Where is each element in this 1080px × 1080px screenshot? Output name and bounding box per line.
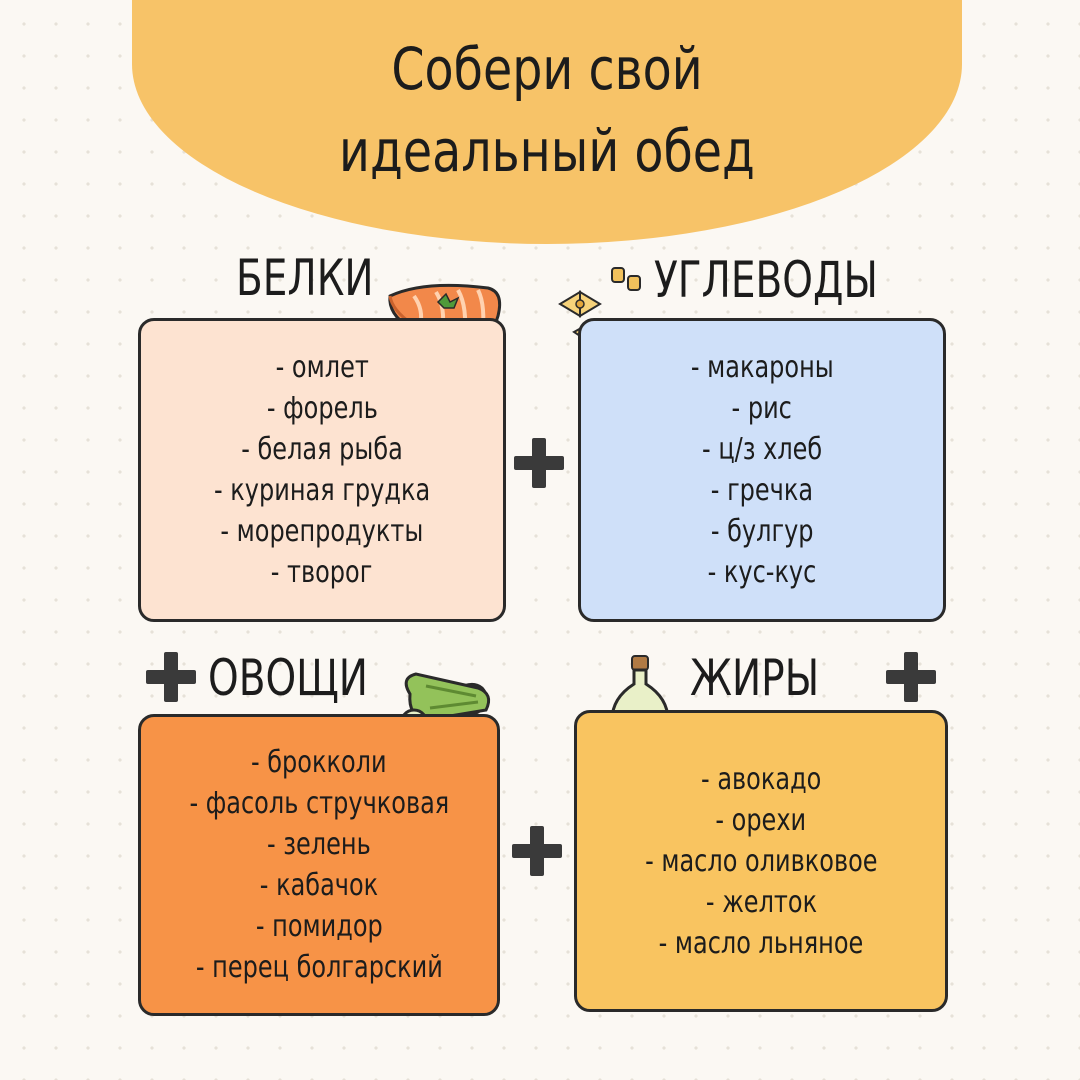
list-item: - помидор [255,909,383,944]
list-item: - перец болгарский [195,950,443,985]
list-item: - авокадо [700,761,822,797]
list-item: - куриная грудка [213,473,431,508]
list-item: - белая рыба [241,432,403,467]
title-line-1: Собери свой [391,35,703,103]
plus-icon [514,438,564,488]
carbs-heading: УГЛЕВОДЫ [654,251,878,309]
plus-icon [512,826,562,876]
list-item: - кус-кус [707,555,817,590]
list-item: - брокколи [251,745,387,780]
list-item: - форель [266,391,378,426]
list-item: - творог [271,555,373,590]
fats-heading: ЖИРЫ [690,649,820,707]
list-item: - омлет [275,350,369,385]
fats-card: - авокадо - орехи - масло оливковое - же… [574,710,948,1012]
proteins-heading: БЕЛКИ [236,249,374,307]
list-item: - ц/з хлеб [701,432,823,467]
list-item: - рис [731,391,793,426]
list-item: - булгур [710,514,814,549]
carbs-card: - макароны - рис - ц/з хлеб - гречка - б… [578,318,946,622]
title-line-2: идеальный обед [339,117,755,185]
plus-icon [886,652,936,702]
list-item: - масло льняное [658,925,864,961]
page-title: Собери свой идеальный обед [207,28,888,192]
list-item: - кабачок [259,868,379,903]
vegetables-card: - брокколи - фасоль стручковая - зелень … [138,714,500,1016]
list-item: - гречка [710,473,814,508]
list-item: - макароны [690,350,834,385]
list-item: - фасоль стручковая [189,786,449,821]
vegetables-heading: ОВОЩИ [208,649,368,707]
proteins-card: - омлет - форель - белая рыба - куриная … [138,318,506,622]
plus-icon [146,652,196,702]
list-item: - морепродукты [220,514,424,549]
list-item: - желток [705,884,817,920]
list-item: - орехи [715,802,807,838]
list-item: - зелень [267,827,371,862]
list-item: - масло оливковое [644,843,878,879]
